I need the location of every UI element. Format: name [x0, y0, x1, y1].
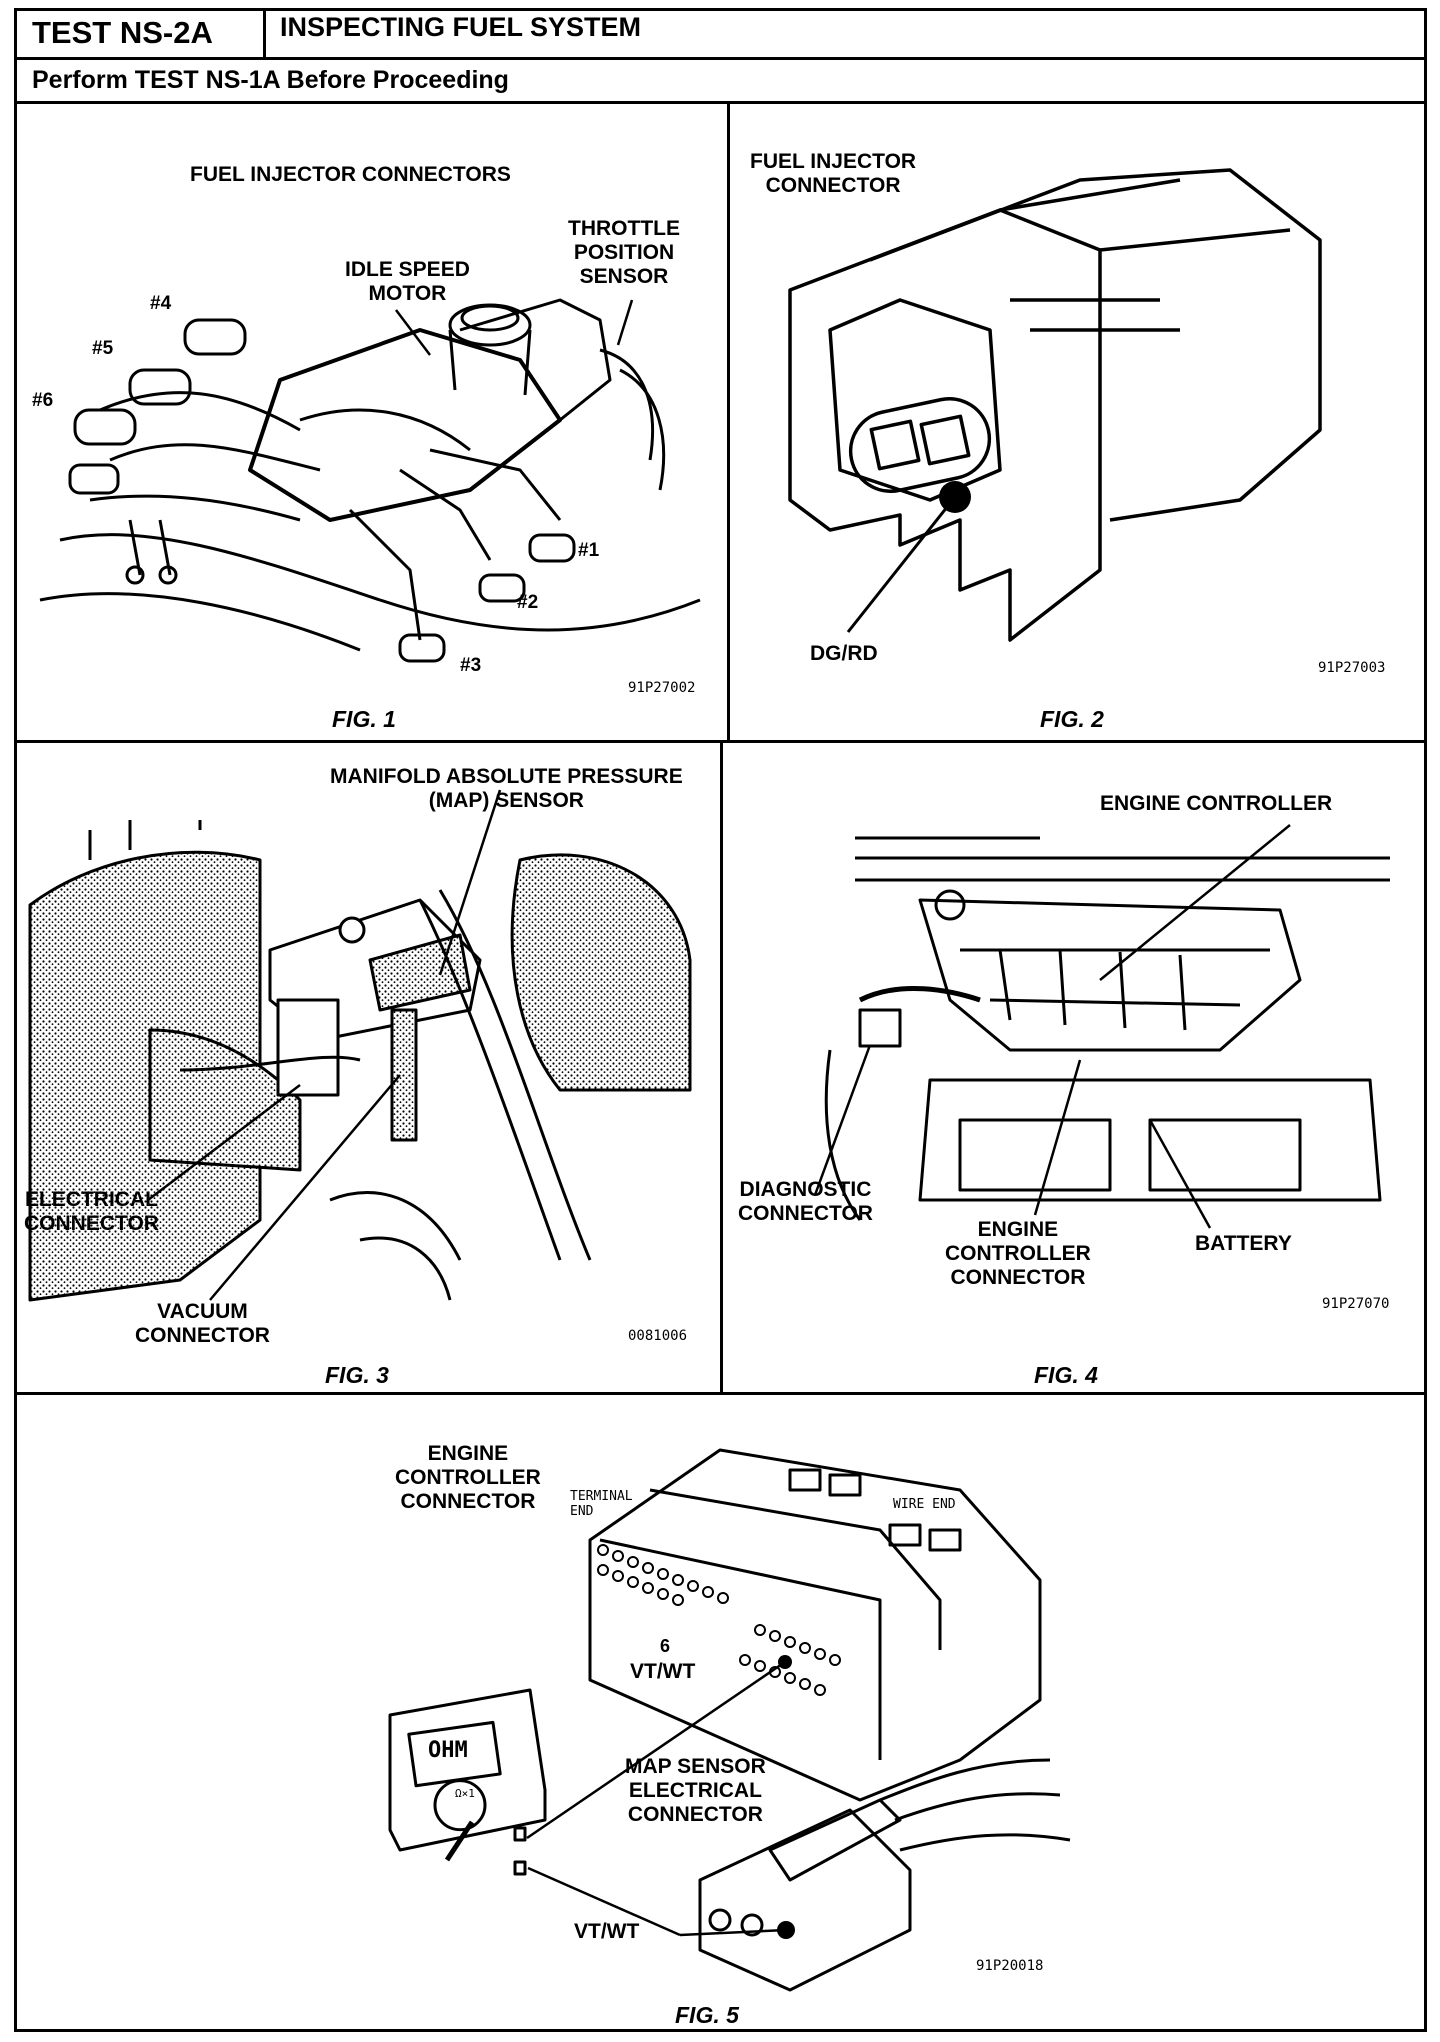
fig4-code: 91P27070 — [1322, 1296, 1390, 1312]
fig4-controller-illustration — [824, 836, 1390, 1221]
fig5-meter-display: OHM — [428, 1738, 468, 1763]
fig4-battery-label: BATTERY — [1195, 1232, 1292, 1255]
fig2-caption: FIG. 2 — [1040, 706, 1104, 732]
fig1-label-injector-3: #3 — [460, 655, 482, 676]
header-row — [14, 8, 1427, 60]
fig5-engine-controller-connector-label: ENGINE CONTROLLER CONNECTOR — [395, 1442, 541, 1514]
fig2-code: 91P27003 — [1318, 660, 1386, 676]
fig3-caption: FIG. 3 — [325, 1362, 389, 1388]
fig4-engine-controller-connector-label: ENGINE CONTROLLER CONNECTOR — [945, 1218, 1091, 1290]
fig1-heading: FUEL INJECTOR CONNECTORS — [190, 163, 511, 186]
fig5-map-sensor-connector-label: MAP SENSOR ELECTRICAL CONNECTOR — [625, 1755, 766, 1827]
fig1-caption: FIG. 1 — [332, 706, 396, 732]
header-id-box — [14, 8, 266, 60]
fig3-vacuum-connector-label: VACUUM CONNECTOR — [135, 1300, 270, 1348]
fig1-code: 91P27002 — [628, 680, 696, 696]
fig5-pin-number: 6 — [660, 1636, 671, 1656]
fig4-diagnostic-connector-label: DIAGNOSTIC CONNECTOR — [738, 1178, 873, 1226]
fig2-wire-label: DG/RD — [810, 642, 878, 665]
fig3-electrical-connector-label: ELECTRICAL CONNECTOR — [24, 1188, 159, 1236]
fig3-map-illustration — [28, 820, 692, 1302]
fig1-label-injector-6: #6 — [32, 390, 54, 411]
fig1-label-injector-5: #5 — [92, 338, 114, 359]
fig1-engine-illustration — [39, 298, 701, 663]
fig2-heading: FUEL INJECTOR CONNECTOR — [750, 150, 917, 198]
fig5-wire-end-label: WIRE END — [893, 1497, 956, 1512]
fig3-code: 0081006 — [628, 1328, 688, 1344]
fig3-heading: MANIFOLD ABSOLUTE PRESSURE (MAP) SENSOR — [330, 765, 683, 813]
fig1-label-idle-speed-motor: IDLE SPEED MOTOR — [345, 258, 470, 306]
fig5-caption: FIG. 5 — [675, 2002, 739, 2028]
fig5-code: 91P20018 — [976, 1958, 1044, 1974]
fig5-panel — [14, 1392, 1427, 2032]
fig5-terminal-end-label: TERMINAL END — [570, 1489, 633, 1519]
fig5-pin-holes — [597, 1544, 841, 1696]
fig2-connector-illustration — [788, 168, 1322, 642]
fig5-map-wire-label: VT/WT — [574, 1920, 640, 1943]
fig4-caption: FIG. 4 — [1034, 1362, 1098, 1388]
fig1-label-injector-4: #4 — [150, 293, 172, 314]
fig5-pin-wire-label: VT/WT — [630, 1660, 696, 1683]
test-id: TEST NS-2A — [32, 15, 213, 50]
fig1-label-throttle-position-sensor: THROTTLE POSITION SENSOR — [568, 217, 680, 289]
fig1-label-injector-2: #2 — [517, 592, 539, 613]
leader-lines — [147, 299, 1291, 1937]
fig5-meter-range: Ω×1 — [455, 1787, 475, 1800]
fig5-illustration — [388, 1448, 1071, 1992]
fig4-heading: ENGINE CONTROLLER — [1100, 792, 1333, 815]
fig1-label-injector-1: #1 — [578, 540, 600, 561]
page-title: INSPECTING FUEL SYSTEM — [280, 12, 642, 42]
page-subtitle: Perform TEST NS-1A Before Proceeding — [32, 66, 509, 94]
